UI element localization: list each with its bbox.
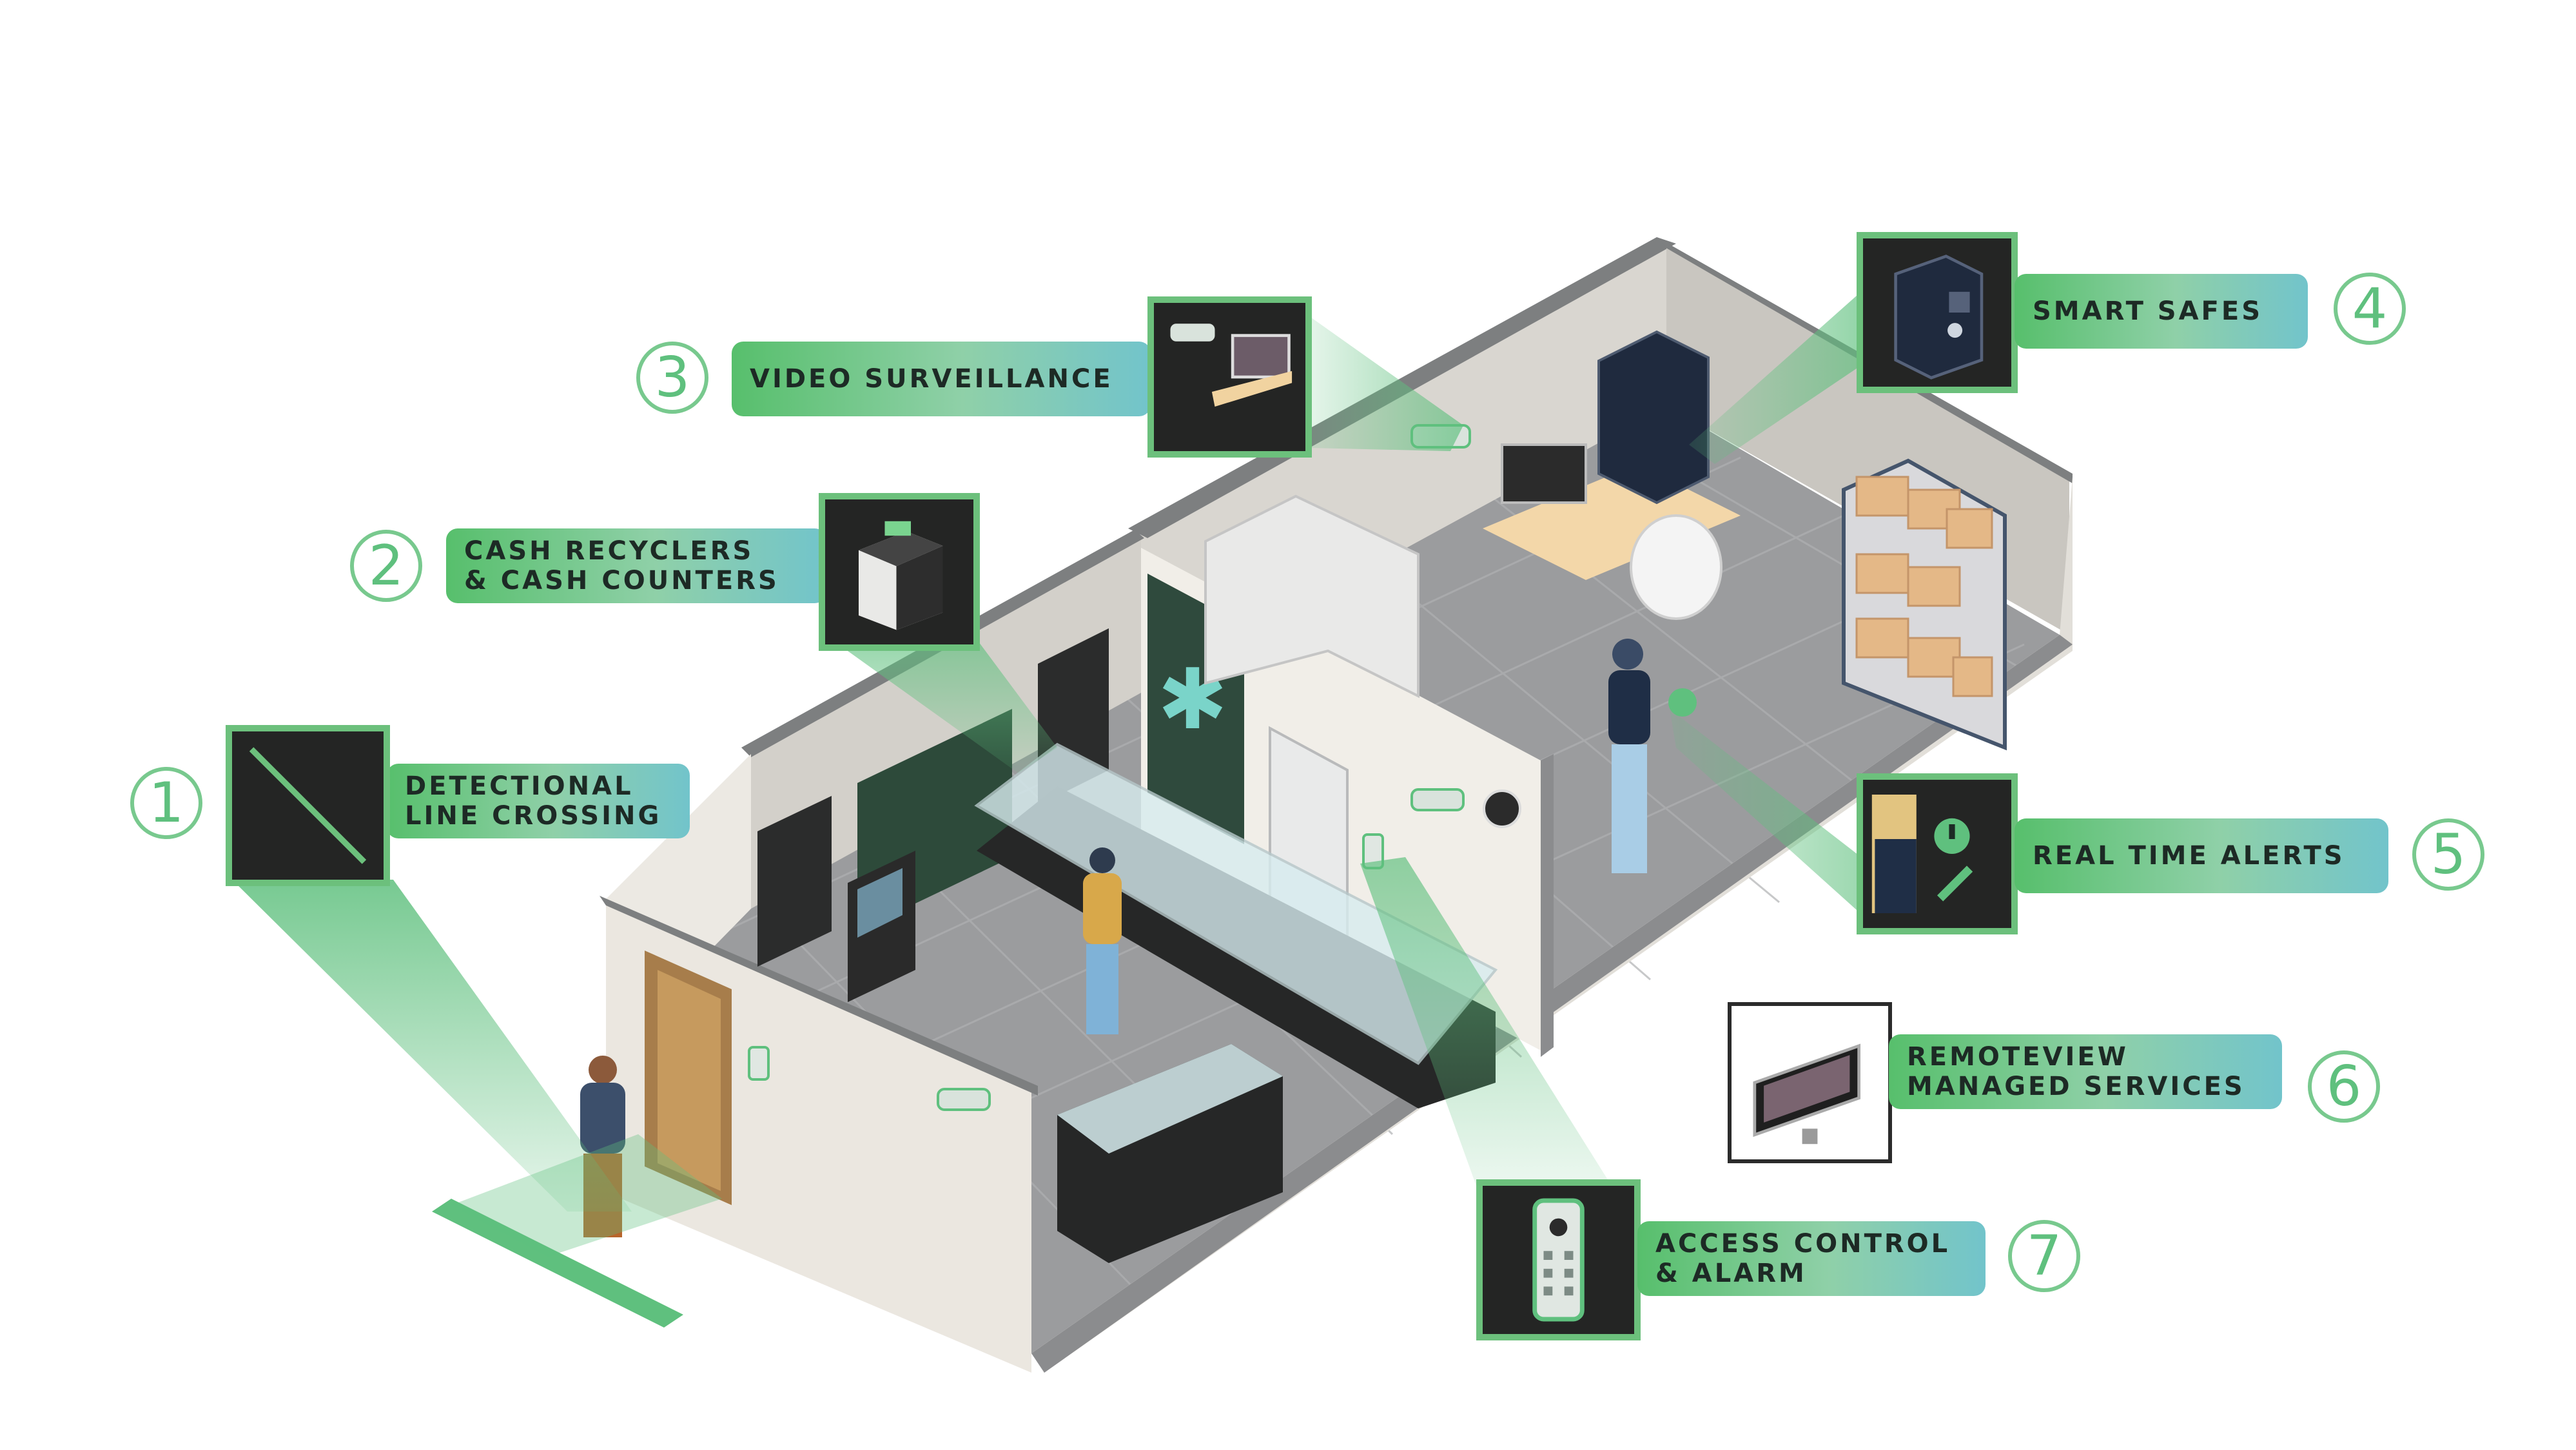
atm-screen [857,868,903,938]
front-display-glass [1057,1044,1283,1154]
feature-label-4-line-1: SMART SAFES [2033,296,2263,326]
beam-5 [1670,709,1869,922]
beam-2 [825,635,1057,773]
feature-label-2: CASH RECYCLERS & CASH COUNTERS [446,528,826,603]
camera-partition [1410,788,1465,811]
feature-label-6-line-1: REMOTEVIEW [1907,1042,2129,1072]
feature-number-5: 5 [2412,818,2484,891]
wall-clock [1483,789,1521,828]
beam-3 [1309,316,1463,451]
beam-7 [1360,857,1612,1186]
storage-boxes [1855,476,1993,697]
feature-label-4: SMART SAFES [2015,274,2308,349]
feature-label-7-line-1: ACCESS CONTROL [1655,1229,1951,1259]
security-camera-icon [1147,296,1312,458]
cash-recycler-icon [819,493,980,651]
camera-lobby [937,1088,991,1111]
feature-label-7: ACCESS CONTROL & ALARM [1637,1221,1986,1296]
feature-number-3: 3 [636,342,708,414]
feature-label-5-line-1: REAL TIME ALERTS [2033,841,2345,871]
feature-label-1: DETECTIONAL LINE CROSSING [387,764,690,838]
feature-label-1-line-2: LINE CROSSING [405,801,662,831]
display-case-left [757,796,832,967]
safe-icon [1857,232,2018,393]
feature-label-7-line-2: & ALARM [1655,1259,1807,1288]
monitor-icon [1728,1002,1892,1163]
front-door-panel [658,970,721,1191]
feature-number-6: 6 [2308,1050,2380,1123]
feature-label-2-line-2: & CASH COUNTERS [464,566,779,595]
customer-at-counter [1083,847,1122,1034]
storage-lockers [1204,494,1420,699]
feature-label-3-line-1: VIDEO SURVEILLANCE [750,364,1113,394]
staff-member [1608,639,1697,873]
front-wall-top [600,896,1038,1096]
feature-number-2: 2 [350,530,422,602]
beam-1 [232,880,632,1212]
beam-4 [1689,290,1863,464]
office-safe [1597,330,1710,505]
feature-number-1: 1 [130,767,202,839]
feature-label-2-line-1: CASH RECYCLERS [464,536,754,566]
office-chair [1630,514,1722,620]
office-monitor [1501,443,1587,504]
feature-label-6-line-2: MANAGED SERVICES [1907,1072,2245,1101]
lobby-back-wall [751,535,1141,909]
feature-number-4: 4 [2334,273,2406,345]
feature-label-3: VIDEO SURVEILLANCE [732,342,1151,416]
line-crossing-marker [432,1199,683,1328]
feature-label-6: REMOTEVIEW MANAGED SERVICES [1889,1034,2282,1109]
alert-icon [1857,773,2018,934]
feature-label-5: REAL TIME ALERTS [2015,818,2388,893]
line-crossing-icon [226,725,390,886]
keypad-icon [1476,1179,1641,1340]
partition-wall-edge [1541,754,1554,1057]
feature-label-1-line-1: DETECTIONAL [405,771,634,801]
keypad-entry [748,1046,770,1081]
feature-number-7: 7 [2008,1220,2080,1292]
